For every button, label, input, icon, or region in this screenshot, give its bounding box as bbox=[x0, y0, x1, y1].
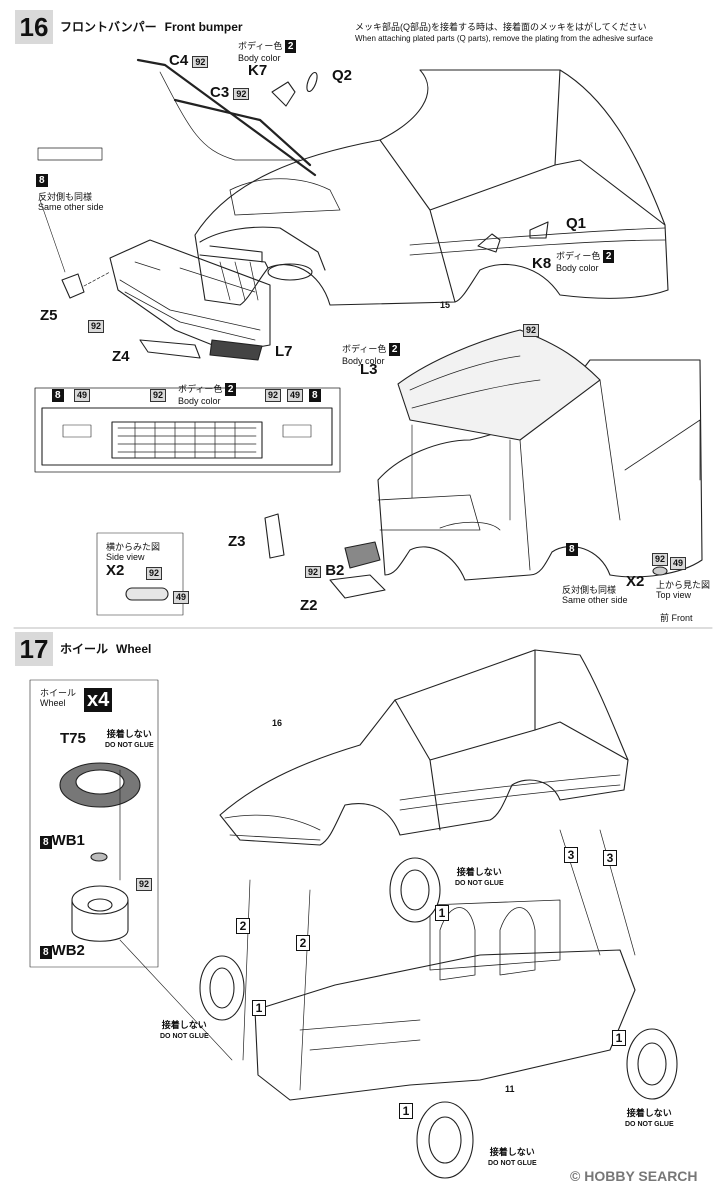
color-ref-92-hood: 92 bbox=[523, 324, 540, 337]
part-k8: K8 bbox=[532, 255, 552, 272]
color-ref-8-side: 8 bbox=[566, 543, 578, 556]
watermark: © HOBBY SEARCH bbox=[570, 1168, 698, 1184]
color-ref-49-left: 49 bbox=[74, 389, 91, 402]
part-q2: Q2 bbox=[332, 67, 353, 84]
color-ref-92-bumper: 92 bbox=[88, 320, 105, 333]
plated-parts-note-en: When attaching plated parts (Q parts), r… bbox=[355, 34, 653, 43]
subassembly-ref-3-b: 3 bbox=[603, 850, 617, 866]
step-16-title-jp: フロントバンパー bbox=[60, 20, 157, 34]
part-x2-body: X2 bbox=[626, 573, 645, 590]
step-ref-15: 15 bbox=[440, 300, 451, 310]
part-z3: Z3 bbox=[228, 533, 246, 550]
step-17-title-jp: ホイール bbox=[60, 642, 109, 656]
color-ref-92-x2: 92 bbox=[652, 553, 669, 566]
part-c4: C4 92 bbox=[169, 52, 209, 69]
subassembly-ref-1-d: 1 bbox=[399, 1103, 413, 1119]
part-x2-inset: X2 bbox=[106, 562, 125, 579]
part-l7: L7 bbox=[275, 343, 293, 360]
step-ref-16: 16 bbox=[272, 718, 283, 728]
part-t75: T75 bbox=[60, 730, 86, 747]
part-c3: C3 92 bbox=[210, 84, 250, 101]
part-l3: L3 bbox=[360, 361, 378, 378]
subassembly-ref-1-a: 1 bbox=[435, 905, 449, 921]
color-ref-92-right: 92 bbox=[265, 389, 282, 402]
color-ref-8-right: 8 bbox=[309, 389, 321, 402]
step-17-number: 17 bbox=[15, 632, 53, 666]
step-17-title-en: Wheel bbox=[116, 642, 152, 656]
part-z4: Z4 bbox=[112, 348, 130, 365]
part-q1: Q1 bbox=[566, 215, 587, 232]
color-ref-49-inset: 49 bbox=[173, 591, 190, 604]
step-17-title: ホイール Wheel bbox=[60, 640, 151, 657]
plated-parts-note: メッキ部品(Q部品)を接着する時は、接着面のメッキをはがしてください When … bbox=[355, 22, 653, 44]
step-ref-11: 11 bbox=[505, 1084, 515, 1094]
part-z5: Z5 bbox=[40, 307, 58, 324]
part-k7: K7 bbox=[248, 62, 268, 79]
subassembly-ref-3-a: 3 bbox=[564, 847, 578, 863]
step-16-title-en: Front bumper bbox=[164, 20, 243, 34]
part-z2: Z2 bbox=[300, 597, 318, 614]
color-ref-8-left: 8 bbox=[52, 389, 64, 402]
step-16-number: 16 bbox=[15, 10, 53, 44]
plated-parts-note-jp: メッキ部品(Q部品)を接着する時は、接着面のメッキをはがしてください bbox=[355, 22, 647, 32]
color-ref-92-grille: 92 bbox=[150, 389, 167, 402]
subassembly-ref-1-c: 1 bbox=[612, 1030, 626, 1046]
color-ref-92-wheel: 92 bbox=[136, 878, 153, 891]
color-ref-49-right: 49 bbox=[287, 389, 304, 402]
color-ref-49-x2: 49 bbox=[670, 557, 687, 570]
color-ref-8-strip: 8 bbox=[36, 174, 48, 187]
color-ref-92-inset: 92 bbox=[146, 567, 163, 580]
step-16-title: フロントバンパー Front bumper bbox=[60, 18, 243, 35]
part-b2: 92 B2 bbox=[305, 562, 344, 579]
wheel-quantity: x4 bbox=[84, 688, 113, 712]
subassembly-ref-2-b: 2 bbox=[296, 935, 310, 951]
subassembly-ref-1-b: 1 bbox=[252, 1000, 266, 1016]
front-indicator: 前 Front bbox=[660, 613, 693, 623]
subassembly-ref-2-a: 2 bbox=[236, 918, 250, 934]
